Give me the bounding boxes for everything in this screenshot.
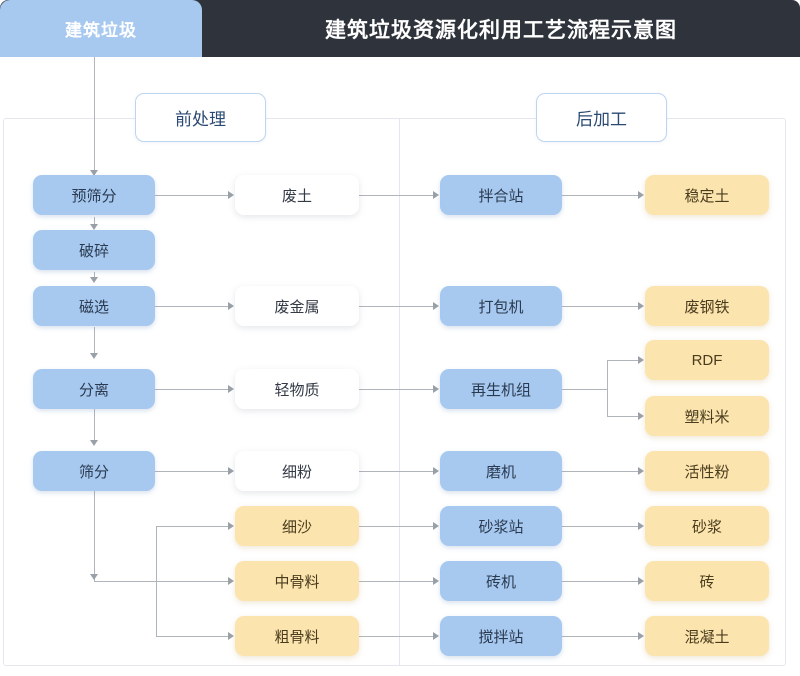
node-product-plastic-pellet[interactable]: 塑料米: [645, 396, 769, 436]
arrowhead-to-recycling-unit: [433, 385, 439, 393]
arrowhead-to-brick-machine: [433, 577, 439, 585]
arrowhead-to-scrap-steel: [638, 302, 644, 310]
connector-recycling-unit-branch-trunk: [607, 360, 608, 416]
connector-branch-to-fine-sand: [156, 526, 228, 527]
connector-coarse-aggregate-to-concrete-station: [359, 636, 433, 637]
connector-separation-to-light-material: [155, 389, 228, 390]
connector-magnetic-to-scrap-metal: [155, 306, 228, 307]
arrowhead-to-mill: [433, 467, 439, 475]
header-tab-input-material[interactable]: 建筑垃圾: [0, 0, 202, 57]
node-material-light-material[interactable]: 轻物质: [235, 369, 359, 409]
connector-fine-powder-to-mill: [359, 471, 433, 472]
arrowhead-to-coarse-aggregate: [228, 632, 234, 640]
node-material-coarse-aggregate[interactable]: 粗骨料: [235, 616, 359, 656]
arrowhead-separation-to-screening: [90, 440, 98, 446]
connector-waste-soil-to-mixing-station: [359, 195, 433, 196]
node-machine-baler[interactable]: 打包机: [440, 286, 562, 326]
connector-mill-to-active-powder: [562, 471, 638, 472]
arrowhead-to-medium-aggregate: [228, 577, 234, 585]
connector-branch-to-coarse-aggregate: [156, 636, 228, 637]
stage-divider: [399, 118, 400, 666]
node-process-crush[interactable]: 破碎: [33, 230, 155, 270]
arrowhead-to-waste-soil: [228, 191, 234, 199]
node-product-scrap-steel[interactable]: 废钢铁: [645, 286, 769, 326]
node-product-stabilized-soil[interactable]: 稳定土: [645, 175, 769, 215]
arrowhead-to-scrap-metal: [228, 302, 234, 310]
node-material-scrap-metal[interactable]: 废金属: [235, 286, 359, 326]
node-product-active-powder[interactable]: 活性粉: [645, 451, 769, 491]
node-process-prescreen[interactable]: 预筛分: [33, 175, 155, 215]
connector-recycling-unit-stem: [562, 389, 607, 390]
arrowhead-to-mixing-station: [433, 191, 439, 199]
arrowhead-to-light-material: [228, 385, 234, 393]
node-process-screening[interactable]: 筛分: [33, 451, 155, 491]
node-process-magnetic-separation[interactable]: 磁选: [33, 286, 155, 326]
arrowhead-to-stabilized-soil: [638, 191, 644, 199]
arrowhead-to-fine-sand: [228, 522, 234, 530]
page-title: 建筑垃圾资源化利用工艺流程示意图: [325, 18, 677, 42]
connector-screening-down-trunk: [94, 491, 95, 581]
node-product-brick[interactable]: 砖: [645, 561, 769, 601]
connector-scrap-metal-to-baler: [359, 306, 433, 307]
arrowhead-to-baler: [433, 302, 439, 310]
connector-concrete-station-to-concrete: [562, 636, 638, 637]
connector-medium-aggregate-to-brick-machine: [359, 581, 433, 582]
connector-prescreen-to-crush: [94, 217, 95, 225]
node-machine-brick-machine[interactable]: 砖机: [440, 561, 562, 601]
connector-input-to-prescreen: [94, 57, 95, 171]
connector-aggregate-branch-trunk: [156, 526, 157, 636]
node-machine-mixing-station[interactable]: 拌合站: [440, 175, 562, 215]
connector-mixing-station-to-stabilized-soil: [562, 195, 638, 196]
connector-brick-machine-to-brick: [562, 581, 638, 582]
node-product-concrete[interactable]: 混凝土: [645, 616, 769, 656]
node-product-rdf[interactable]: RDF: [645, 340, 769, 380]
arrowhead-prescreen-to-crush: [90, 224, 98, 230]
connector-recycling-unit-to-rdf: [607, 360, 638, 361]
connector-screening-to-fine-powder: [155, 471, 228, 472]
connector-prescreen-to-waste-soil: [155, 195, 228, 196]
arrowhead-to-active-powder: [638, 467, 644, 475]
arrowhead-to-mortar: [638, 522, 644, 530]
connector-mortar-station-to-mortar: [562, 526, 638, 527]
arrowhead-to-brick: [638, 577, 644, 585]
node-product-mortar[interactable]: 砂浆: [645, 506, 769, 546]
arrowhead-input-to-prescreen: [90, 170, 98, 176]
node-material-medium-aggregate[interactable]: 中骨料: [235, 561, 359, 601]
arrowhead-to-concrete: [638, 632, 644, 640]
connector-crush-to-magnetic: [94, 272, 95, 278]
node-machine-mortar-station[interactable]: 砂浆站: [440, 506, 562, 546]
arrowhead-to-rdf: [638, 356, 644, 364]
arrowhead-screening-down-trunk: [90, 574, 98, 580]
section-header-pretreatment[interactable]: 前处理: [135, 93, 266, 142]
node-material-fine-sand[interactable]: 细沙: [235, 506, 359, 546]
arrowhead-to-concrete-station: [433, 632, 439, 640]
node-process-separation[interactable]: 分离: [33, 369, 155, 409]
connector-fine-sand-to-mortar-station: [359, 526, 433, 527]
connector-magnetic-to-separation: [94, 327, 95, 354]
arrowhead-to-mortar-station: [433, 522, 439, 530]
arrowhead-crush-to-magnetic: [90, 277, 98, 283]
connector-separation-to-screening: [94, 402, 95, 441]
arrowhead-magnetic-to-separation: [90, 353, 98, 359]
node-material-fine-powder[interactable]: 细粉: [235, 451, 359, 491]
node-material-waste-soil[interactable]: 废土: [235, 175, 359, 215]
connector-recycling-unit-to-plastic-pellet: [607, 416, 638, 417]
section-header-postprocessing[interactable]: 后加工: [536, 93, 667, 142]
node-machine-mill[interactable]: 磨机: [440, 451, 562, 491]
arrowhead-to-plastic-pellet: [638, 412, 644, 420]
arrowhead-to-fine-powder: [228, 467, 234, 475]
node-machine-recycling-unit[interactable]: 再生机组: [440, 369, 562, 409]
node-machine-concrete-station[interactable]: 搅拌站: [440, 616, 562, 656]
connector-baler-to-scrap-steel: [562, 306, 638, 307]
connector-screening-to-medium-aggregate: [94, 581, 228, 582]
connector-light-material-to-recycling-unit: [359, 389, 433, 390]
